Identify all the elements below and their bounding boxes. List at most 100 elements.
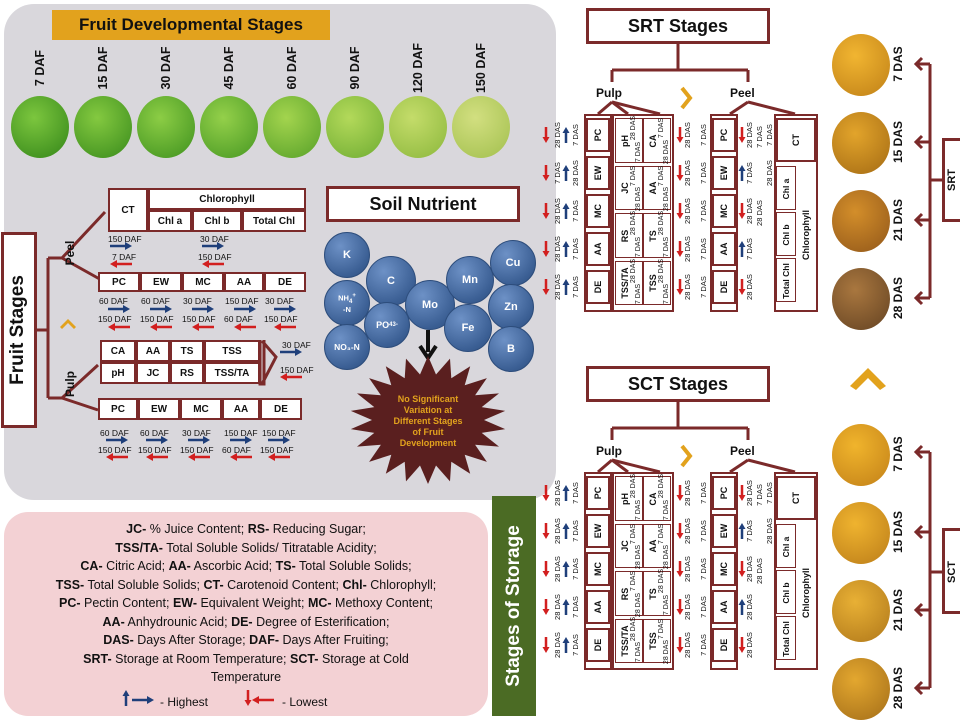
peel-param-2-high: 30 DAF [183, 296, 212, 306]
peel-chl-high-label: 30 DAF [200, 234, 229, 244]
sct-pulp-right-4-a-label: 28 DAS [683, 625, 693, 665]
srt-pulp-left-0-label: PC [591, 118, 605, 152]
sct-peel-left-1-a-label: 7 DAS [745, 511, 755, 551]
pulp-param-3-box: AA [222, 398, 260, 420]
sct-peel-left-0-b-label: 7 DAS [765, 473, 775, 513]
pulp-row2-0-box: pH [100, 362, 136, 384]
srt-pulp-right-0-b-label: 7 DAS [699, 115, 709, 155]
pulp-row2-1-box: JC [136, 362, 170, 384]
srt-peel-left-4-label: DE [717, 270, 731, 304]
pulp-row2-2-box: RS [170, 362, 204, 384]
peel-param-0-high: 60 DAF [99, 296, 128, 306]
po4-symbol: PO [376, 320, 389, 330]
sct-das-0-label: 7 DAS [890, 428, 906, 480]
sct-title: SCT Stages [586, 366, 770, 402]
peel-param-4-low: 150 DAF [264, 314, 298, 324]
srt-peel-left-2-a-label: 28 DAS [745, 191, 755, 231]
nutrient-circle-0: K [324, 232, 370, 278]
pulp-row1-0-box: CA [100, 340, 136, 362]
peel-ct-low-label: 7 DAF [112, 252, 136, 262]
sct-das-2-label: 21 DAS [890, 584, 906, 636]
pulp-param-1-box: EW [138, 398, 180, 420]
pulp-row1-2-box: TS [170, 340, 204, 362]
sct-peel-chlorophyll-label: Chlorophyll [799, 529, 813, 657]
sct-peel-left-2-a-label: 28 DAS [745, 549, 755, 589]
sct-pulp-left-0-a-label: 28 DAS [553, 473, 563, 513]
daf-label-5: 90 DAF [347, 40, 363, 96]
srt-pulp-label: Pulp [596, 86, 622, 100]
srt-pulp-left-1-a-label: 7 DAS [553, 153, 563, 193]
abbreviation-line-4-segment-5: Methoxy Content; [332, 596, 433, 610]
sct-peel-left-0-a-label: 28 DAS [745, 473, 755, 513]
sct-pulp-right-0-a-label: 28 DAS [683, 473, 693, 513]
sct-peel-right-1-a-label: 28 DAS [755, 551, 765, 591]
sct-pulp-left-2-b-label: 7 DAS [571, 549, 581, 589]
pulp-group-high: 30 DAF [282, 340, 311, 350]
srt-pulp-left-1-b-label: 28 DAS [571, 153, 581, 193]
abbreviation-line-3-segment-0: TSS- [56, 578, 84, 592]
pulp-branch-label: Pulp [62, 366, 78, 402]
abbreviation-line-5: AA- Anhydrounic Acid; DE- Degree of Este… [10, 613, 482, 632]
sct-pulp-left-4-a-label: 28 DAS [553, 625, 563, 665]
abbreviation-line-7-segment-3: Storage at Cold [318, 652, 408, 666]
abbreviation-line-5-segment-2: DE- [231, 615, 253, 629]
fruit-0-image [11, 96, 69, 158]
daf-label-7: 150 DAF [473, 40, 489, 96]
peel-param-4-high: 30 DAF [265, 296, 294, 306]
sct-pulp-left-3-a-label: 28 DAS [553, 587, 563, 627]
abbreviation-line-5-segment-0: AA- [103, 615, 125, 629]
abbreviation-line-1-segment-0: TSS/TA- [115, 541, 163, 555]
srt-pulp-left-4-label: DE [591, 270, 605, 304]
srt-das-3-label: 28 DAS [890, 272, 906, 324]
srt-pulp-left-1-label: EW [591, 156, 605, 190]
sct-peel-left-3-a-label: 28 DAS [745, 587, 755, 627]
srt-pulp-left-4-b-label: 7 DAS [571, 267, 581, 307]
abbreviation-line-2: CA- Citric Acid; AA- Ascorbic Acid; TS- … [10, 557, 482, 576]
sct-peel-left-2-label: MC [717, 552, 731, 586]
srt-peel-left-4-a-label: 28 DAS [745, 267, 755, 307]
abbreviation-line-3-segment-3: Carotenoid Content; [224, 578, 343, 592]
nutrient-circle-3: Mn [446, 256, 494, 304]
srt-das-0-label: 7 DAS [890, 38, 906, 90]
abbreviation-line-3: TSS- Total Soluble Solids; CT- Carotenoi… [10, 576, 482, 595]
fruit-6-image [389, 96, 447, 158]
sct-das-1-label: 15 DAS [890, 506, 906, 558]
srt-side-label: SRT [944, 158, 960, 202]
pulp-param-2-box: MC [180, 398, 222, 420]
sct-pulp-label: Pulp [596, 444, 622, 458]
abbreviation-line-2-segment-0: CA- [80, 559, 102, 573]
srt-peel-left-1-a-label: 7 DAS [745, 153, 755, 193]
abbreviation-line-4-segment-0: PC- [59, 596, 81, 610]
srt-das-3-image [832, 268, 890, 330]
pulp-param-0-low: 150 DAF [98, 445, 132, 455]
abbreviation-line-2-segment-2: AA- [169, 559, 191, 573]
abbreviation-line-3-segment-1: Total Soluble Solids; [84, 578, 203, 592]
peel-param-1-low: 150 DAF [140, 314, 174, 324]
fruit-2-image [137, 96, 195, 158]
sct-pulp-right-3-b-label: 7 DAS [699, 587, 709, 627]
daf-label-0: 7 DAF [32, 40, 48, 96]
abbreviation-line-4-segment-1: Pectin Content; [81, 596, 173, 610]
sct-peel-left-3-label: AA [717, 590, 731, 624]
srt-pulp-left-3-a-label: 28 DAS [553, 229, 563, 269]
sct-pulp-right-2-b-label: 7 DAS [699, 549, 709, 589]
pulp-row1-1-box: AA [136, 340, 170, 362]
sct-pulp-left-1-b-label: 7 DAS [571, 511, 581, 551]
srt-pulp-right-3-a-label: 28 DAS [683, 229, 693, 269]
peel-branch-label: Peel [62, 235, 78, 271]
pulp-param-1-low: 150 DAF [138, 445, 172, 455]
nutrient-circle-6: Fe [444, 304, 492, 352]
abbreviation-line-2-segment-3: Ascorbic Acid; [191, 559, 276, 573]
srt-peel-left-0-label: PC [717, 118, 731, 152]
srt-peel-chlorophyll-label: Chlorophyll [799, 171, 813, 299]
srt-pulp-right-1-a-label: 28 DAS [683, 153, 693, 193]
peel-chlorophyll-box: Chlorophyll [148, 188, 306, 210]
peel-param-3-high: 150 DAF [225, 296, 259, 306]
legend-lowest-label: - Lowest [282, 695, 327, 709]
srt-pulp-right-2-a-label: 28 DAS [683, 191, 693, 231]
abbreviation-line-4-segment-3: Equivalent Weight; [197, 596, 308, 610]
pulp-param-4-low: 150 DAF [260, 445, 294, 455]
nutrient-circle-no3: NO₃-N [324, 324, 370, 370]
